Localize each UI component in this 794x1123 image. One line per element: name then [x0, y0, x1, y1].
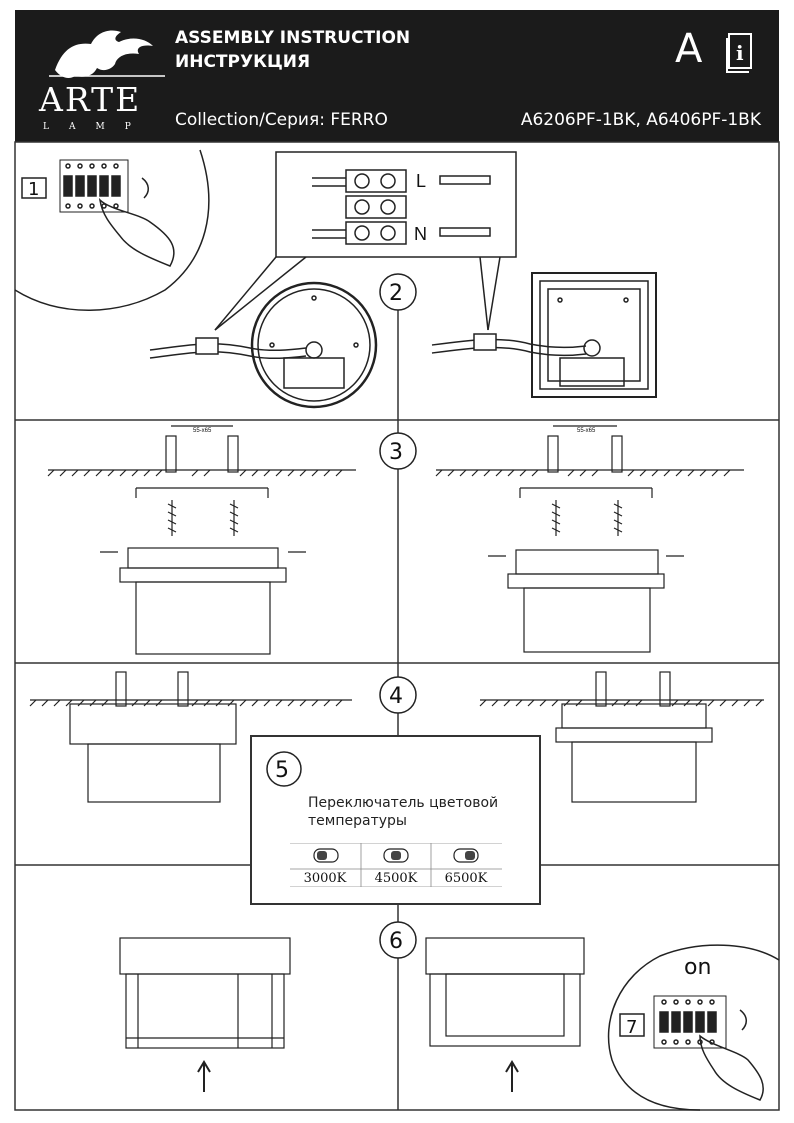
step1-callout [14, 149, 210, 311]
step4-number: 4 [389, 684, 403, 709]
step3-left-assembly [47, 425, 356, 655]
round-lamp-top-view [149, 281, 378, 409]
wire-neutral-label: N [414, 224, 427, 244]
switch-table: 3000K 4500K 6500K [290, 843, 502, 887]
step1-number: 1 [28, 179, 39, 200]
hand-icon [699, 1034, 764, 1101]
rotate-arrow-icon [141, 177, 149, 199]
step4-circle [379, 676, 417, 714]
step4-left-mounted [29, 671, 352, 803]
step7-number: 7 [626, 1017, 637, 1038]
wiring-callout [214, 151, 517, 331]
switch-3000-icon [313, 848, 339, 863]
step6-number: 6 [389, 929, 403, 954]
step3-right-dimension: 55-x65 [577, 428, 596, 434]
hand-icon [98, 197, 175, 267]
step3-number: 3 [389, 440, 403, 465]
temp-option-3000: 3000K [303, 871, 347, 886]
title-english: ASSEMBLY INSTRUCTION [175, 28, 411, 48]
step2-number: 2 [389, 281, 403, 306]
language-letter: A [675, 26, 703, 72]
step6-right-lamp [425, 937, 585, 1092]
page-frame [14, 141, 780, 1111]
temp-option-6500: 6500K [444, 871, 488, 886]
step7-callout [607, 944, 780, 1111]
step4-right-mounted [479, 671, 764, 803]
brand-logo-text: ARTE [39, 80, 142, 119]
model-numbers: A6206PF-1BK, A6406PF-1BK [520, 110, 761, 130]
step5-circle: 5 [266, 751, 302, 787]
info-letter: i [736, 41, 744, 65]
terminal-block-on-icon [653, 995, 727, 1049]
square-lamp-top-view [431, 272, 657, 398]
step5-number: 5 [275, 758, 289, 783]
wire-live-label: L [416, 171, 426, 191]
step3-left-dimension: 55-x65 [193, 428, 212, 434]
switch-table-lines [290, 843, 502, 887]
header-bar: ARTE LAMP ASSEMBLY INSTRUCTION ИНСТРУКЦИ… [15, 10, 779, 142]
step6-left-lamp [119, 937, 291, 1092]
switch-4500-icon [383, 848, 409, 863]
switch-label: Переключатель цветовой температуры [308, 795, 499, 829]
info-book-icon: i [726, 33, 752, 73]
switch-6500-icon [453, 848, 479, 863]
collection-label: Collection/Серия: FERRO [175, 110, 388, 130]
brand-logo-subtext: LAMP [43, 122, 151, 132]
rotate-arrow-icon [739, 1009, 747, 1031]
color-temperature-panel: 5 Переключатель цветовой температуры 300… [250, 735, 541, 905]
step2-circle [379, 273, 417, 311]
on-label: on [684, 955, 712, 980]
terminal-block-icon [59, 159, 129, 213]
griffin-logo-icon [49, 30, 165, 78]
title-russian: ИНСТРУКЦИЯ [175, 52, 311, 72]
step6-circle [379, 921, 417, 959]
step3-circle [379, 432, 417, 470]
temp-option-4500: 4500K [374, 871, 418, 886]
step3-right-assembly [435, 425, 744, 653]
